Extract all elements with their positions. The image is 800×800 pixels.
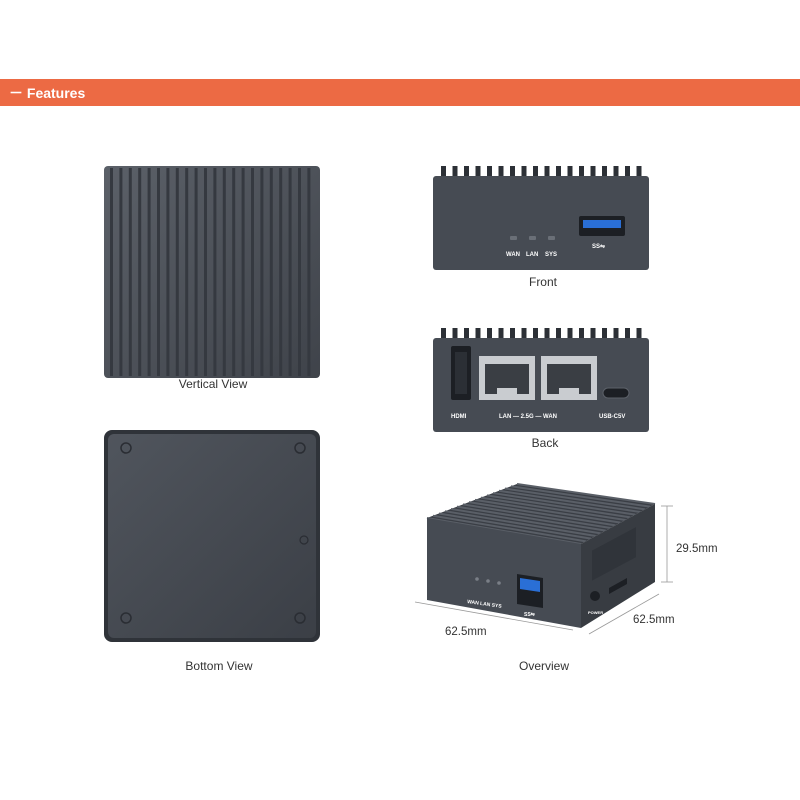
overview-fin xyxy=(468,501,616,527)
heatsink-fin-edge xyxy=(544,328,550,340)
heatsink-fin-edge xyxy=(602,166,607,178)
front-view-image: WAN LAN SYS SS⇋ xyxy=(433,166,649,270)
heatsink-fin-edge xyxy=(579,328,584,340)
heatsink-fin-edge xyxy=(475,328,481,340)
heatsink-fin-edge xyxy=(441,328,446,340)
heatsink-fin-edge xyxy=(452,328,458,340)
heatsink-fin xyxy=(128,168,132,376)
heatsink-fin-edge xyxy=(487,328,492,340)
vertical-view-image xyxy=(104,166,320,378)
heatsink-fin-edge xyxy=(579,166,584,178)
overview-usb-mark: SS⇋ xyxy=(524,612,536,618)
heatsink-fin-edge xyxy=(452,166,458,178)
back-caption: Back xyxy=(531,436,559,450)
heatsink-fin xyxy=(251,168,254,376)
heatsink-fin xyxy=(166,168,170,376)
heatsink-fin-edge xyxy=(487,166,492,178)
overview-leds-label: WAN LAN SYS xyxy=(467,599,503,610)
heatsink-fin-edge xyxy=(521,166,527,178)
front-usb-mark: SS⇋ xyxy=(592,242,605,250)
heatsink-fin-edge xyxy=(498,166,504,178)
heatsink-fin xyxy=(288,168,292,376)
bottom-view-caption: Bottom View xyxy=(185,659,253,673)
heatsink-fin-edge xyxy=(613,328,619,340)
overview-fin xyxy=(510,485,651,508)
heatsink-fin xyxy=(279,168,283,376)
heatsink-fin xyxy=(298,168,301,376)
heatsink-fin xyxy=(138,168,142,376)
overview-power-label: POWER xyxy=(588,610,603,615)
front-wan-label: WAN xyxy=(506,252,520,258)
heatsink-fin-edge xyxy=(533,328,538,340)
heatsink-fin xyxy=(307,168,311,376)
back-hdmi-label: HDMI xyxy=(451,414,467,420)
overview-fin xyxy=(498,489,641,513)
front-caption: Front xyxy=(528,275,557,289)
heatsink-fin-edge xyxy=(567,328,573,340)
front-lan-label: LAN xyxy=(526,252,538,258)
heatsink-fin xyxy=(269,168,273,376)
heatsink-fin xyxy=(232,168,236,376)
overview-fin xyxy=(492,492,636,516)
front-sys-label: SYS xyxy=(545,252,557,258)
dimension-height: 29.5mm xyxy=(676,543,718,555)
heatsink-fin-edge xyxy=(625,166,630,178)
overview-fin xyxy=(444,510,596,537)
back-view-image: HDMI LAN — 2.5G — WAN USB-C5V xyxy=(433,328,649,432)
overview-fin xyxy=(450,507,601,535)
dimension-width: 62.5mm xyxy=(445,626,487,638)
back-ports-label: LAN — 2.5G — WAN xyxy=(499,414,557,420)
heatsink-fin-edge xyxy=(441,166,446,178)
back-usbc-label: USB-C5V xyxy=(599,414,625,420)
features-banner: － Features xyxy=(0,79,800,106)
bottom-view-image xyxy=(104,430,320,642)
heatsink-fin xyxy=(110,168,113,376)
overview-image: WAN LAN SYS SS⇋ POWER xyxy=(414,483,673,635)
features-title: － Features xyxy=(9,85,86,101)
heatsink-fin-edge xyxy=(613,166,619,178)
heatsink-fin xyxy=(185,168,189,376)
heatsink-fin-edge xyxy=(556,166,561,178)
heatsink-fin-edge xyxy=(602,328,607,340)
overview-fin xyxy=(462,503,611,529)
overview-fin xyxy=(516,483,656,505)
heatsink-fin xyxy=(213,168,217,376)
heatsink-fin-edge xyxy=(636,166,642,178)
heatsink-fin-edge xyxy=(636,328,642,340)
heatsink-fin xyxy=(260,168,264,376)
heatsink-fin-edge xyxy=(590,328,596,340)
overview-fin xyxy=(432,514,587,543)
heatsink-fin-edge xyxy=(510,166,515,178)
heatsink-fin-edge xyxy=(567,166,573,178)
overview-caption: Overview xyxy=(518,659,569,673)
heatsink-fin xyxy=(194,168,198,376)
heatsink-fin xyxy=(147,168,151,376)
dimension-depth: 62.5mm xyxy=(633,614,675,626)
overview-fin xyxy=(504,487,646,511)
overview-fin xyxy=(456,505,606,532)
heatsink-fin-edge xyxy=(544,166,550,178)
overview-fin xyxy=(474,498,621,524)
heatsink-fin-edge xyxy=(475,166,481,178)
heatsink-fin-edge xyxy=(556,328,561,340)
heatsink-fin xyxy=(157,168,160,376)
heatsink-fin xyxy=(204,168,207,376)
heatsink-fin xyxy=(222,168,226,376)
vertical-view-caption: Vertical View xyxy=(178,377,248,391)
heatsink-fin-edge xyxy=(510,328,515,340)
overview-fin xyxy=(486,494,631,519)
heatsink-fin-edge xyxy=(533,166,538,178)
heatsink-fin-edge xyxy=(464,328,469,340)
heatsink-fin-edge xyxy=(464,166,469,178)
overview-fin xyxy=(438,512,592,540)
heatsink-fin-edge xyxy=(521,328,527,340)
heatsink-fin xyxy=(175,168,179,376)
heatsink-fin-edge xyxy=(590,166,596,178)
overview-fin xyxy=(480,496,626,521)
heatsink-fin-edge xyxy=(498,328,504,340)
heatsink-fin xyxy=(241,168,245,376)
heatsink-fin-edge xyxy=(625,328,630,340)
heatsink-fin xyxy=(119,168,123,376)
